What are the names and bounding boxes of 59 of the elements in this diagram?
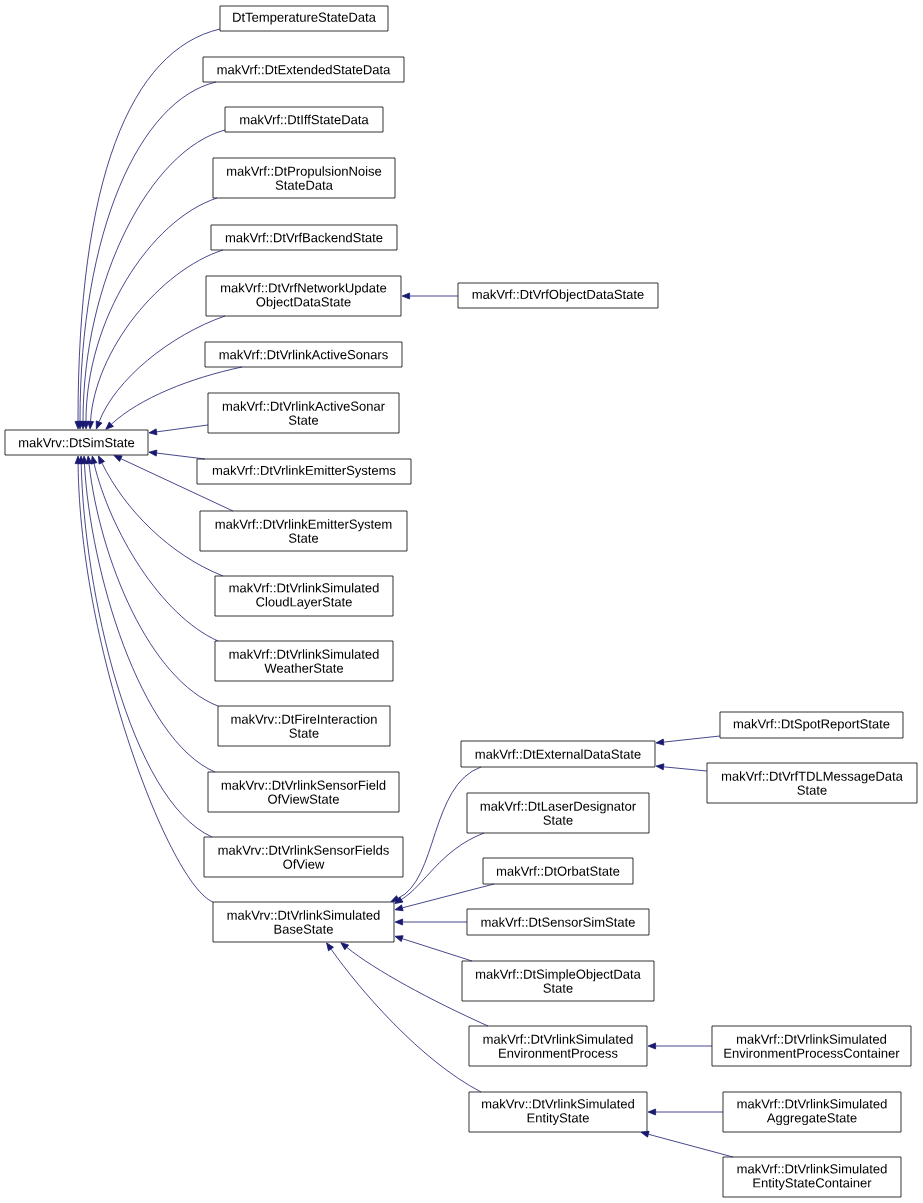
- class-box: makVrv::DtVrlinkSensorField OfViewState: [207, 771, 400, 813]
- class-box: makVrf::DtVrlinkSimulated WeatherState: [214, 640, 394, 682]
- inheritance-arrow: [647, 1042, 713, 1050]
- class-box: makVrv::DtVrlinkSensorFields OfView: [203, 836, 404, 878]
- inheritance-arrow: [74, 28, 221, 430]
- inheritance-arrow: [79, 129, 226, 430]
- class-box: makVrf::DtVrlinkSimulated EnvironmentProcess: [468, 1025, 648, 1067]
- inheritance-arrow: [77, 455, 213, 838]
- class-box: makVrf::DtVrfNetworkUpdate ObjectDataState: [205, 275, 402, 317]
- inheritance-arrow: [394, 883, 495, 912]
- inheritance-arrow: [87, 249, 224, 430]
- class-box: makVrv::DtFireInteraction State: [217, 705, 391, 747]
- inheritance-arrow: [90, 455, 219, 642]
- class-box: makVrf::DtVrlinkSimulated CloudLayerState: [214, 575, 394, 617]
- class-box: DtTemperatureStateData: [219, 5, 389, 32]
- inheritance-arrow: [655, 763, 708, 772]
- inheritance-arrow: [655, 735, 721, 746]
- inheritance-arrow: [326, 942, 482, 1093]
- class-box: makVrf::DtVrfBackendState: [210, 224, 398, 251]
- class-box: makVrf::DtExtendedStateData: [202, 56, 405, 83]
- class-box: makVrf::DtSimpleObjectData State: [461, 960, 655, 1002]
- class-box: makVrf::DtSensorSimState: [466, 908, 650, 936]
- inheritance-arrow: [81, 455, 216, 773]
- class-box: makVrf::DtVrlinkEmitterSystem State: [199, 510, 408, 552]
- class-box: makVrf::DtPropulsionNoise StateData: [212, 157, 396, 199]
- class-box: makVrf::DtVrlinkActiveSonar State: [207, 392, 400, 434]
- class-box: makVrf::DtVrlinkEmitterSystems: [196, 458, 412, 485]
- class-box: makVrf::DtVrlinkSimulated EntityStateContainer: [722, 1156, 902, 1198]
- inheritance-arrow: [390, 766, 482, 902]
- inheritance-arrow: [95, 315, 226, 430]
- inheritance-arrow: [148, 449, 206, 460]
- inheritance-arrow: [394, 832, 485, 904]
- class-box: makVrf::DtVrlinkSimulated EnvironmentProcessContainer: [711, 1025, 912, 1067]
- inheritance-arrow: [640, 1130, 734, 1158]
- class-box: makVrf::DtIffStateData: [224, 106, 384, 133]
- class-box: makVrv::DtVrlinkSimulated BaseState: [212, 901, 395, 943]
- class-box: makVrf::DtSpotReportState: [719, 711, 904, 739]
- class-box: makVrf::DtVrlinkSimulated AggregateState: [722, 1091, 902, 1133]
- inheritance-arrow: [394, 918, 468, 926]
- class-box: makVrf::DtVrlinkActiveSonars: [204, 341, 403, 368]
- inheritance-arrow: [105, 366, 243, 430]
- inheritance-arrow: [113, 455, 234, 512]
- inheritance-arrow: [85, 455, 219, 707]
- class-box: makVrv::DtVrlinkSimulated EntityState: [468, 1091, 648, 1133]
- class-box: makVrf::DtVrfObjectDataState: [457, 282, 659, 309]
- inheritance-arrow: [340, 942, 489, 1027]
- inheritance-arrow: [76, 81, 217, 430]
- class-box: makVrv::DtSimState: [4, 429, 149, 456]
- class-box: makVrf::DtOrbatState: [482, 857, 634, 885]
- class-box: makVrf::DtLaserDesignator State: [466, 792, 650, 834]
- class-box: makVrf::DtVrfTDLMessageData State: [706, 762, 918, 804]
- inheritance-arrow: [401, 292, 459, 300]
- inheritance-arrow: [74, 455, 214, 903]
- inheritance-arrow: [394, 935, 473, 962]
- class-box: makVrf::DtExternalDataState: [460, 740, 656, 768]
- inheritance-arrow: [647, 1108, 724, 1116]
- inheritance-arrow: [82, 197, 218, 430]
- inheritance-arrow: [148, 424, 209, 436]
- inheritance-arrow: [98, 455, 224, 577]
